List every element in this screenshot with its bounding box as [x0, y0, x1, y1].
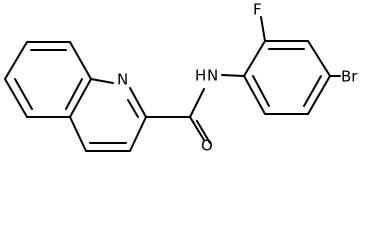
- pyridine-ring: [69, 78, 147, 152]
- ring-nitrogen-label: N: [117, 71, 128, 89]
- bromine-label: Br: [341, 68, 358, 86]
- structure-svg: N H N O F Br: [4, 1, 358, 155]
- amide-nitrogen-label: N: [207, 67, 218, 85]
- amide-linkage: [145, 74, 245, 144]
- amide-nitrogen-h-label: H: [195, 67, 206, 85]
- fluorine-label: F: [253, 1, 262, 19]
- carbonyl-oxygen-label: O: [201, 137, 213, 155]
- fluorine-bond: [260, 16, 266, 42]
- benzo-ring: [4, 41, 92, 118]
- molecule-canvas: N H N O F Br: [4, 1, 358, 155]
- aryl-ring: [243, 40, 331, 115]
